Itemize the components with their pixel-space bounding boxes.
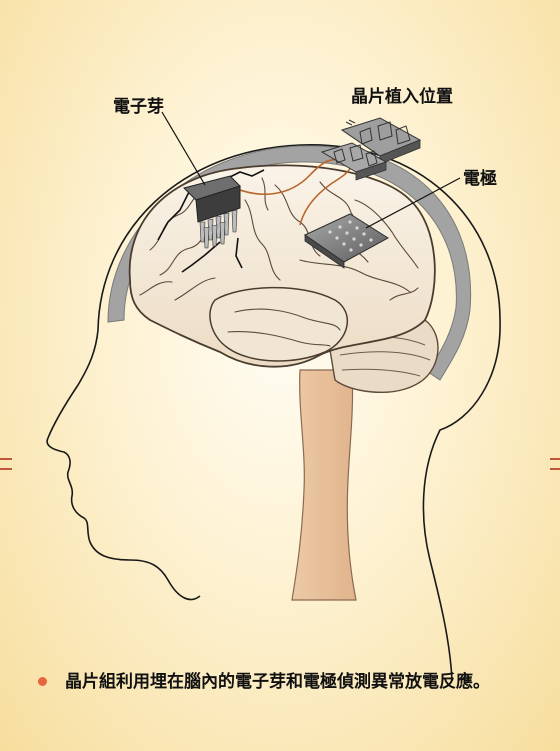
temporal-lobe [210,288,347,361]
figure-caption: 晶片組利用埋在腦內的電子芽和電極偵測異常放電反應。 [30,668,530,696]
label-chip: 電子芽 [113,92,164,117]
face-profile [47,330,200,599]
label-implant-site: 晶片植入位置 [351,82,453,107]
leader-chip [162,112,205,185]
bullet-icon [38,677,47,686]
label-electrode: 電極 [463,164,497,189]
caption-text: 晶片組利用埋在腦內的電子芽和電極偵測異常放電反應。 [65,672,490,692]
brainstem [292,370,356,600]
